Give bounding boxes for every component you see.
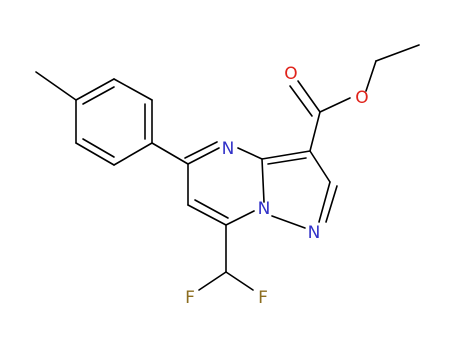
benzene-bond-5-inner bbox=[82, 138, 115, 158]
atom-label-n4: N bbox=[222, 139, 235, 159]
benzene-bond-3-inner bbox=[82, 86, 115, 105]
atom-label-n1: N bbox=[308, 223, 321, 243]
bond-c3-c2 bbox=[309, 150, 331, 183]
benzene-bond-5 bbox=[75, 142, 115, 166]
bond-c3-c3a bbox=[261, 150, 311, 160]
bond-c-f-left bbox=[198, 271, 227, 291]
atom-label-f-left: F bbox=[185, 288, 195, 308]
bond-c2-n1-2 bbox=[325, 185, 338, 223]
bond-c3-c3a-inner bbox=[267, 157, 307, 165]
bond-c-o-double-1 bbox=[297, 80, 321, 113]
atom-label-o-carbonyl: O bbox=[284, 64, 297, 84]
bond-n4-c5-1 bbox=[187, 147, 220, 165]
bond-c2-n1-1 bbox=[318, 181, 331, 223]
bond-o-carbonyl-c bbox=[319, 97, 351, 113]
benzene-bond-2 bbox=[113, 78, 153, 101]
bond-c3a-n4 bbox=[237, 147, 263, 160]
bond-c6-c7-1 bbox=[187, 204, 227, 226]
atom-label-f-right: F bbox=[258, 288, 268, 308]
bond-n4-c5-2 bbox=[184, 141, 218, 159]
benzene-bond-3 bbox=[75, 78, 115, 101]
bond-aryl-methyl bbox=[35, 71, 77, 101]
bond-c5-aryl bbox=[151, 142, 189, 165]
atom-label-n-bridge: N bbox=[258, 199, 271, 219]
bond-ch2-o bbox=[365, 60, 377, 92]
bond-c6-c7-2 bbox=[194, 199, 229, 219]
bond-c-o-double-2 bbox=[289, 85, 313, 117]
bond-c-f-right bbox=[225, 271, 254, 291]
benzene-bond-6 bbox=[113, 142, 153, 166]
atom-label-o-ester: O bbox=[355, 88, 368, 108]
bond-ch3-ch2 bbox=[375, 44, 420, 62]
bond-carboxyl-c3 bbox=[309, 111, 321, 152]
bond-n1-n7a bbox=[271, 215, 306, 229]
bond-c7-n7a bbox=[225, 210, 255, 226]
bond-c3a-n7a bbox=[261, 158, 265, 203]
